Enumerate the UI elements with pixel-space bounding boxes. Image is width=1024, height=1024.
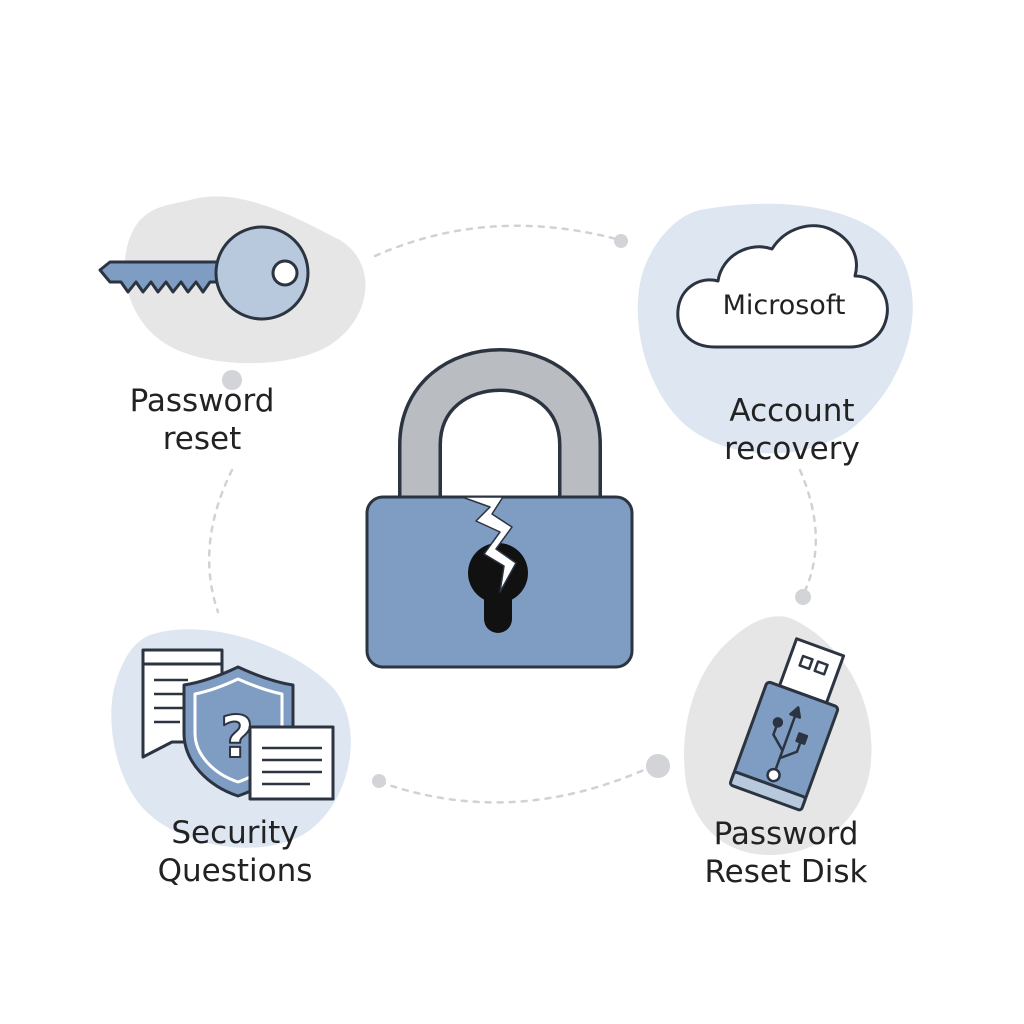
label-line: Password [713, 816, 859, 852]
label-account-recovery: Account recovery [678, 392, 906, 468]
label-line: Password [129, 383, 275, 419]
label-line: reset [162, 421, 242, 457]
usb-drive-icon [729, 637, 846, 812]
padlock-crack [461, 496, 517, 593]
padlock-keyhole [468, 543, 528, 603]
connector-left [207, 468, 234, 614]
connector-right [798, 468, 817, 597]
cloud-icon: Microsoft [676, 224, 889, 349]
label-line: recovery [724, 431, 860, 467]
label-password-reset-disk: Password Reset Disk [676, 815, 896, 891]
label-line: Security [171, 815, 299, 851]
document-card [248, 725, 335, 801]
cloud-brand-text: Microsoft [723, 290, 846, 321]
usb-symbol [766, 706, 809, 783]
connector-dot [795, 589, 811, 605]
connector-dot [222, 370, 242, 390]
connector-dot [646, 754, 670, 778]
label-line: Account [729, 393, 855, 429]
connector-top [373, 224, 622, 258]
connector-ring [207, 224, 817, 804]
shield-question-icon: ? [141, 648, 335, 801]
connector-dots [222, 234, 811, 788]
connector-bottom [378, 763, 657, 804]
label-password-reset: Password reset [88, 382, 316, 458]
key-icon [98, 225, 310, 321]
broken-padlock-icon [365, 348, 634, 669]
connector-dot [614, 234, 628, 248]
label-security-questions: Security Questions [118, 814, 352, 890]
connector-dot [372, 774, 386, 788]
label-line: Questions [157, 853, 313, 889]
label-line: Reset Disk [704, 854, 868, 890]
